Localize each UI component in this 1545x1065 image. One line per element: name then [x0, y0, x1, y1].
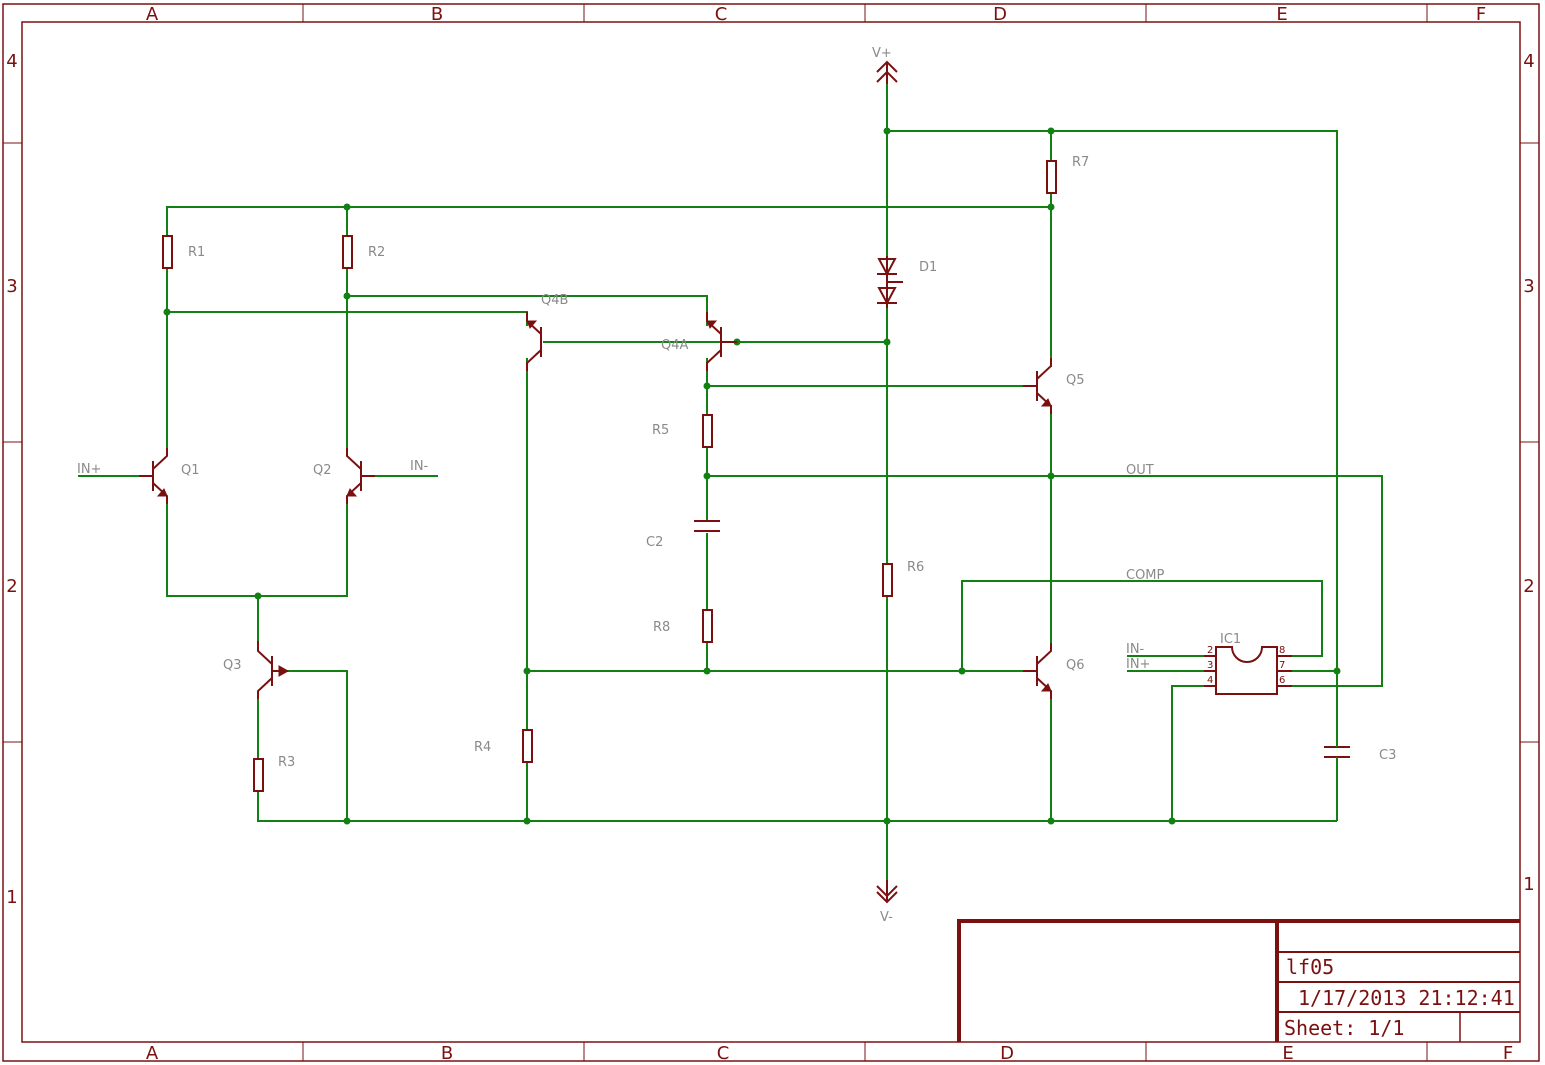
zone-col-b-bottom: B [441, 1043, 453, 1064]
r5-label: R5 [652, 423, 669, 438]
diode-d1 [877, 256, 903, 308]
r6-label: R6 [907, 560, 924, 575]
transistor-q4a [706, 312, 737, 371]
resistor-r2 [342, 235, 353, 269]
capacitor-c2 [694, 520, 720, 532]
q4b-label: Q4B [541, 293, 568, 308]
zone-col-e-bottom: E [1282, 1043, 1293, 1064]
ic1-pin-6: 6 [1279, 675, 1285, 686]
ic1-net-in-plus: IN+ [1126, 657, 1150, 672]
r3-label: R3 [278, 755, 295, 770]
zone-col-d-bottom: D [1000, 1043, 1014, 1064]
transistor-q4b [526, 312, 542, 371]
c2-label: C2 [646, 535, 663, 550]
resistor-r7 [1046, 160, 1057, 194]
net-label-in-plus: IN+ [77, 462, 101, 477]
net-label-in-minus: IN- [410, 459, 429, 474]
ic1-net-in-minus: IN- [1126, 642, 1145, 657]
ic1-label: IC1 [1220, 632, 1241, 647]
q3-label: Q3 [223, 658, 242, 673]
title-block-name: lf05 [1286, 955, 1334, 979]
drawing-frame [2, 3, 1540, 1062]
vplus-supply-symbol [876, 60, 898, 84]
vminus-supply-symbol [876, 880, 898, 904]
zone-col-f-bottom: F [1503, 1043, 1513, 1064]
transistor-q3 [257, 641, 290, 699]
ic-ic1 [1204, 646, 1292, 695]
zone-col-f-top: F [1476, 4, 1486, 25]
q2-label: Q2 [313, 463, 332, 478]
d1-label: D1 [919, 260, 937, 275]
zone-col-d-top: D [993, 4, 1007, 25]
zone-row-2-left: 2 [6, 576, 17, 597]
r8-label: R8 [653, 620, 670, 635]
wires [78, 84, 1383, 880]
resistor-r5 [702, 414, 713, 448]
vminus-label: V- [880, 910, 893, 925]
q1-label: Q1 [181, 463, 200, 478]
r1-label: R1 [188, 245, 205, 260]
zone-row-1-right: 1 [1523, 874, 1534, 895]
transistor-q1 [139, 448, 168, 504]
resistor-r8 [702, 609, 713, 643]
resistor-r6 [882, 563, 893, 597]
zone-row-3-right: 3 [1523, 276, 1534, 297]
q5-label: Q5 [1066, 373, 1085, 388]
ic1-pin-2: 2 [1207, 645, 1213, 656]
zone-row-1-left: 1 [6, 887, 17, 908]
resistor-r1 [162, 235, 173, 269]
r4-label: R4 [474, 740, 491, 755]
zone-col-b-top: B [431, 4, 443, 25]
resistor-r3 [253, 758, 264, 792]
zone-col-c-top: C [715, 4, 728, 25]
transistor-q2 [346, 448, 375, 504]
resistor-r4 [522, 729, 533, 763]
transistor-q5 [1023, 358, 1052, 414]
r2-label: R2 [368, 245, 385, 260]
q4a-label: Q4A [661, 338, 689, 353]
title-block-sheet: Sheet: 1/1 [1284, 1016, 1404, 1040]
zone-col-a-bottom: A [146, 1043, 159, 1064]
zone-row-2-right: 2 [1523, 576, 1534, 597]
vplus-label: V+ [872, 46, 892, 61]
ic1-pin-4: 4 [1207, 675, 1213, 686]
ic1-pin-3: 3 [1207, 660, 1213, 671]
zone-row-3-left: 3 [6, 276, 17, 297]
zone-col-a-top: A [146, 4, 159, 25]
net-label-comp: COMP [1126, 568, 1165, 583]
ic1-pin-7: 7 [1279, 660, 1285, 671]
junctions [163, 127, 1341, 825]
r7-label: R7 [1072, 155, 1089, 170]
title-block [957, 919, 1520, 1042]
zone-row-4-right: 4 [1523, 51, 1534, 72]
q6-label: Q6 [1066, 658, 1085, 673]
title-block-date: 1/17/2013 21:12:41 [1298, 986, 1515, 1010]
c3-label: C3 [1379, 748, 1396, 763]
net-label-out: OUT [1126, 463, 1154, 478]
zone-col-c-bottom: C [717, 1043, 730, 1064]
capacitor-c3 [1324, 740, 1350, 764]
zone-row-4-left: 4 [6, 51, 17, 72]
transistor-q6 [1023, 643, 1052, 699]
ic1-pin-8: 8 [1279, 645, 1285, 656]
zone-col-e-top: E [1276, 4, 1287, 25]
